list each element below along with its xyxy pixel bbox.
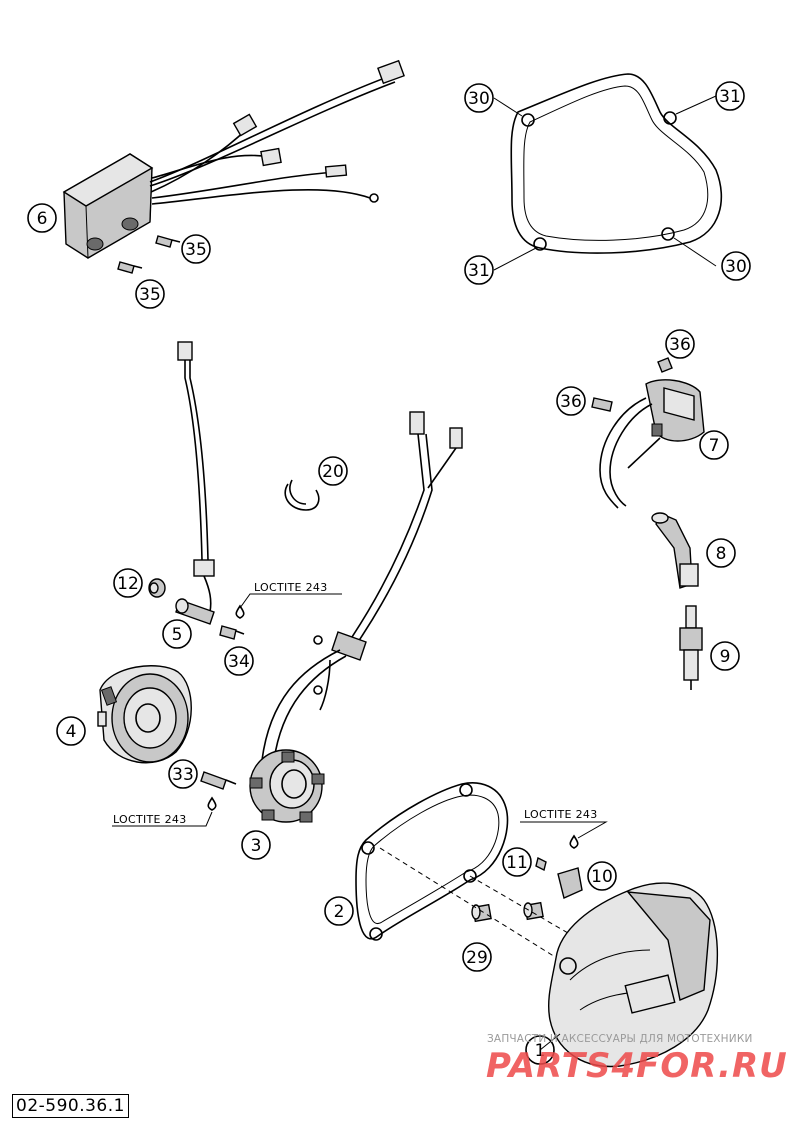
bolt-part-35b — [117, 261, 143, 274]
callout-31b: 31 — [464, 255, 494, 285]
callout-11: 11 — [502, 847, 532, 877]
callout-36a-label: 36 — [669, 335, 691, 355]
callout-9-label: 9 — [720, 647, 731, 667]
callout-9: 9 — [710, 641, 740, 671]
spark-plug-cap-part-8 — [651, 512, 699, 589]
callout-4: 4 — [56, 716, 86, 746]
watermark-tagline: ЗАПЧАСТИ И АКСЕССУАРЫ ДЛЯ МОТОТЕХНИКИ — [487, 1033, 753, 1045]
callout-31a: 31 — [715, 81, 745, 111]
callout-12-label: 12 — [117, 574, 139, 594]
loctite-label-2: LOCTITE 243 — [113, 813, 187, 826]
callout-30a-label: 30 — [468, 89, 490, 109]
callout-6-label: 6 — [37, 209, 48, 229]
spark-plug-part-9 — [679, 605, 703, 690]
callout-34-label: 34 — [228, 652, 250, 672]
loctite-label-3: LOCTITE 243 — [524, 808, 598, 821]
callout-3: 3 — [241, 830, 271, 860]
pickup-sensor-part-5 — [175, 341, 215, 625]
callout-31a-label: 31 — [719, 87, 741, 107]
callout-31b-label: 31 — [468, 261, 490, 281]
callout-11-label: 11 — [506, 853, 528, 873]
cover-gasket-upper — [493, 73, 723, 271]
sleeve-part-12 — [148, 578, 166, 598]
stator-part-3 — [249, 411, 463, 823]
callout-3-label: 3 — [251, 836, 262, 856]
callout-8-label: 8 — [716, 544, 727, 564]
bolt-part-36a — [591, 397, 613, 412]
callout-20: 20 — [318, 456, 348, 486]
callout-7-label: 7 — [709, 436, 720, 456]
callout-36b-label: 36 — [560, 392, 582, 412]
loctite-label-1: LOCTITE 243 — [254, 581, 328, 594]
clamp-part-10 — [557, 867, 583, 899]
callout-35a-label: 35 — [185, 240, 207, 260]
callout-33: 33 — [168, 759, 198, 789]
bolt-part-36b — [657, 357, 673, 373]
cdi-unit-part-6 — [62, 59, 405, 259]
callout-30a: 30 — [464, 83, 494, 113]
document-number: 02-590.36.1 — [12, 1094, 129, 1118]
dowel-part-29a — [471, 903, 492, 923]
callout-2-label: 2 — [334, 902, 345, 922]
callout-1-label: 1 — [535, 1041, 546, 1061]
flywheel-rotor-part-4 — [97, 665, 192, 764]
callout-1: 1 — [525, 1035, 555, 1065]
callout-20-label: 20 — [322, 462, 344, 482]
callout-5: 5 — [162, 619, 192, 649]
callout-35a: 35 — [181, 234, 211, 264]
bolt-part-33 — [200, 771, 237, 811]
callout-10-label: 10 — [591, 867, 613, 887]
watermark-logo: PARTS4FOR.RU — [486, 1046, 788, 1086]
callout-2: 2 — [324, 896, 354, 926]
callout-29: 29 — [462, 942, 492, 972]
ignition-cover-gasket-part-2 — [355, 782, 509, 941]
callout-35b: 35 — [135, 279, 165, 309]
ignition-cover-part-1 — [547, 882, 719, 1068]
callout-4-label: 4 — [66, 722, 77, 742]
callout-6: 6 — [27, 203, 57, 233]
callout-5-label: 5 — [172, 625, 183, 645]
bolt-part-35a — [155, 235, 181, 248]
callout-30b: 30 — [721, 251, 751, 281]
callout-10: 10 — [587, 861, 617, 891]
ignition-coil-part-7 — [599, 379, 705, 509]
callout-35b-label: 35 — [139, 285, 161, 305]
callout-29-label: 29 — [466, 948, 488, 968]
bolt-part-11 — [535, 834, 579, 872]
callout-33-label: 33 — [172, 765, 194, 785]
callout-12: 12 — [113, 568, 143, 598]
bolt-part-34 — [219, 604, 245, 640]
callout-36b: 36 — [556, 386, 586, 416]
clamp-part-20 — [284, 479, 320, 511]
callout-36a: 36 — [665, 329, 695, 359]
callout-8: 8 — [706, 538, 736, 568]
callout-34: 34 — [224, 646, 254, 676]
callout-7: 7 — [699, 430, 729, 460]
callout-30b-label: 30 — [725, 257, 747, 277]
